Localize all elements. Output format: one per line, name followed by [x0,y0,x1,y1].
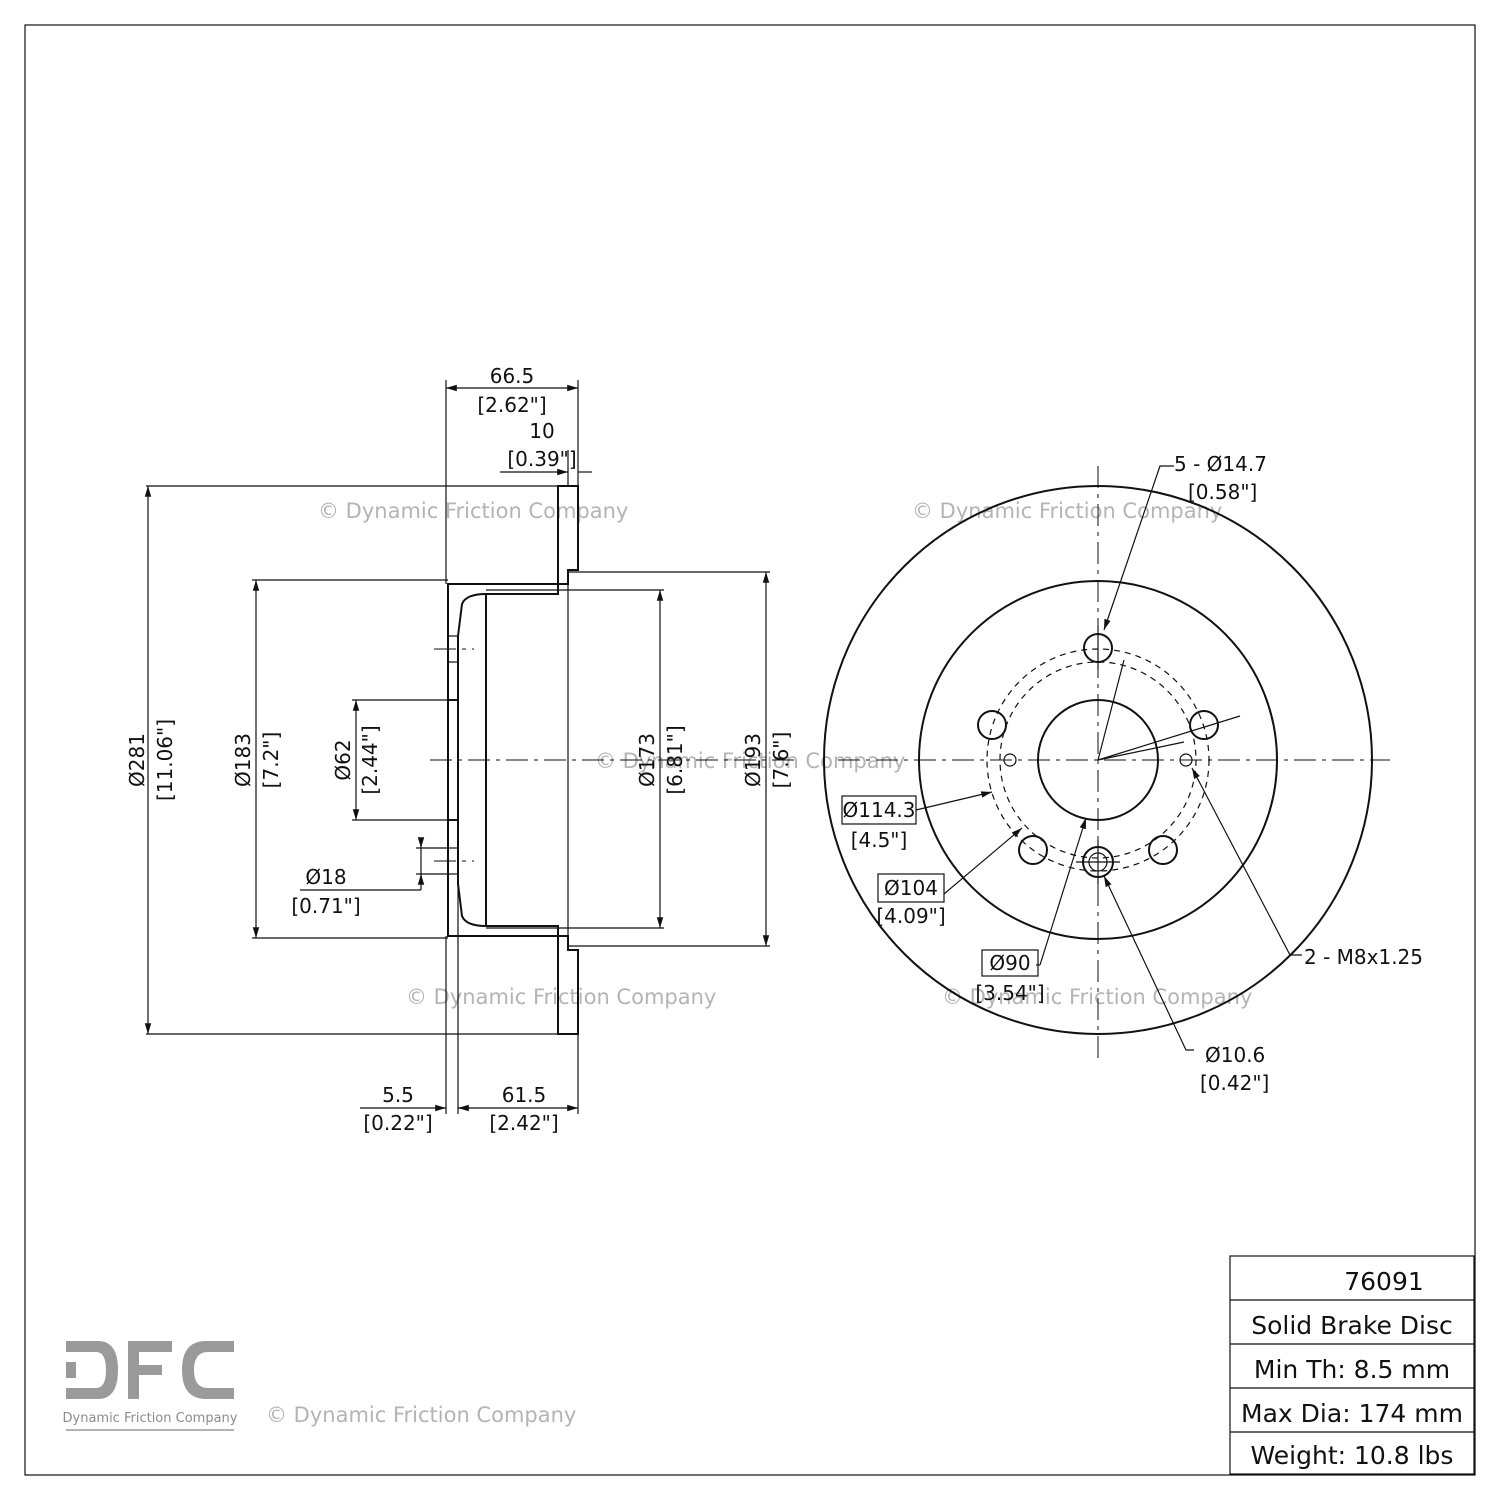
part-number: 76091 [1344,1267,1424,1296]
dim-hub-offset-in: [0.22"] [363,1111,432,1135]
dim-circle-104-in: [4.09"] [876,904,945,928]
dim-rotor-thickness-in: [0.39"] [507,447,576,471]
bolt-hole-5 [977,710,1007,740]
side-section-view: 66.5 [2.62"] 10 [0.39"] Ø281 [11.06"] Ø1… [125,364,800,1135]
dim-bolt-holes: 5 - Ø14.7 [1174,452,1267,476]
dim-overall-width: 66.5 [490,364,535,388]
dim-hat-outer-diameter: Ø193 [741,733,765,787]
hat-wall-upper [447,583,559,701]
hat-wall-lower [447,819,559,937]
dim-bolt-circle: Ø114.3 [843,798,916,822]
threaded-hole-left [1003,753,1017,767]
dim-hub-offset: 5.5 [382,1083,414,1107]
dim-threaded-holes: 2 - M8x1.25 [1304,945,1423,969]
threaded-hole-right [1179,753,1193,767]
dim-circle-90: Ø90 [989,951,1030,975]
dim-center-bore: Ø62 [331,739,355,780]
dim-outer-diameter: Ø281 [125,733,149,787]
copyright-footer: © Dynamic Friction Company [266,1403,576,1427]
dim-hat-diameter: Ø183 [231,733,255,787]
min-thickness: Min Th: 8.5 mm [1254,1355,1450,1384]
rotor-outer-circle [823,485,1373,1035]
dim-bolt-circle-in: [4.5"] [851,828,908,852]
watermark-4: © Dynamic Friction Company [406,985,716,1009]
dim-hat-depth-in: [2.42"] [489,1111,558,1135]
circle-90-box [981,949,1039,977]
bolt-circle-box [841,795,917,825]
dim-center-bore-in: [2.44"] [358,725,382,794]
dim-hat-outer-diameter-in: [7.6"] [769,732,793,789]
dim-rotor-thickness: 10 [529,419,554,443]
hat-circle [918,580,1278,940]
dim-small-hole: Ø10.6 [1205,1043,1265,1067]
logo-subtitle: Dynamic Friction Company [63,1411,238,1426]
watermark-1: © Dynamic Friction Company [318,499,628,523]
dim-inner-hat-diameter: Ø173 [635,733,659,787]
circle-104-box [877,873,945,903]
weight: Weight: 10.8 lbs [1251,1441,1454,1470]
dim-inner-hat-diameter-in: [6.81"] [663,725,687,794]
dim-small-hole-in: [0.42"] [1200,1071,1269,1095]
page-border [24,24,1476,1476]
max-diameter: Max Dia: 174 mm [1241,1399,1463,1428]
dim-circle-104: Ø104 [884,876,938,900]
dfc-logo: Dynamic Friction Company [63,1341,238,1431]
watermark-2: © Dynamic Friction Company [912,499,1222,523]
center-bore-circle [1037,699,1159,821]
bolt-hole-3 [1148,835,1178,865]
part-type: Solid Brake Disc [1251,1311,1453,1340]
front-view: 5 - Ø14.7 [0.58"] Ø114.3 [4.5"] Ø104 [4.… [823,452,1423,1095]
dim-bolt-holes-in: [0.58"] [1188,480,1257,504]
dim-overall-width-in: [2.62"] [477,393,546,417]
circle-104-dashed [999,661,1197,859]
dim-outer-diameter-in: [11.06"] [153,719,177,801]
dim-hat-diameter-in: [7.2"] [259,732,283,789]
watermark-3: © Dynamic Friction Company [595,749,905,773]
dim-stud-hole: Ø18 [305,865,346,889]
dim-hat-depth: 61.5 [502,1083,547,1107]
title-block: 76091 Solid Brake Disc Min Th: 8.5 mm Ma… [1229,1255,1475,1475]
watermark-5: © Dynamic Friction Company [942,985,1252,1009]
bolt-hole-4 [1018,835,1048,865]
dim-circle-90-in: [3.54"] [975,981,1044,1005]
bolt-hole-2 [1189,710,1219,740]
dim-stud-hole-in: [0.71"] [291,894,360,918]
